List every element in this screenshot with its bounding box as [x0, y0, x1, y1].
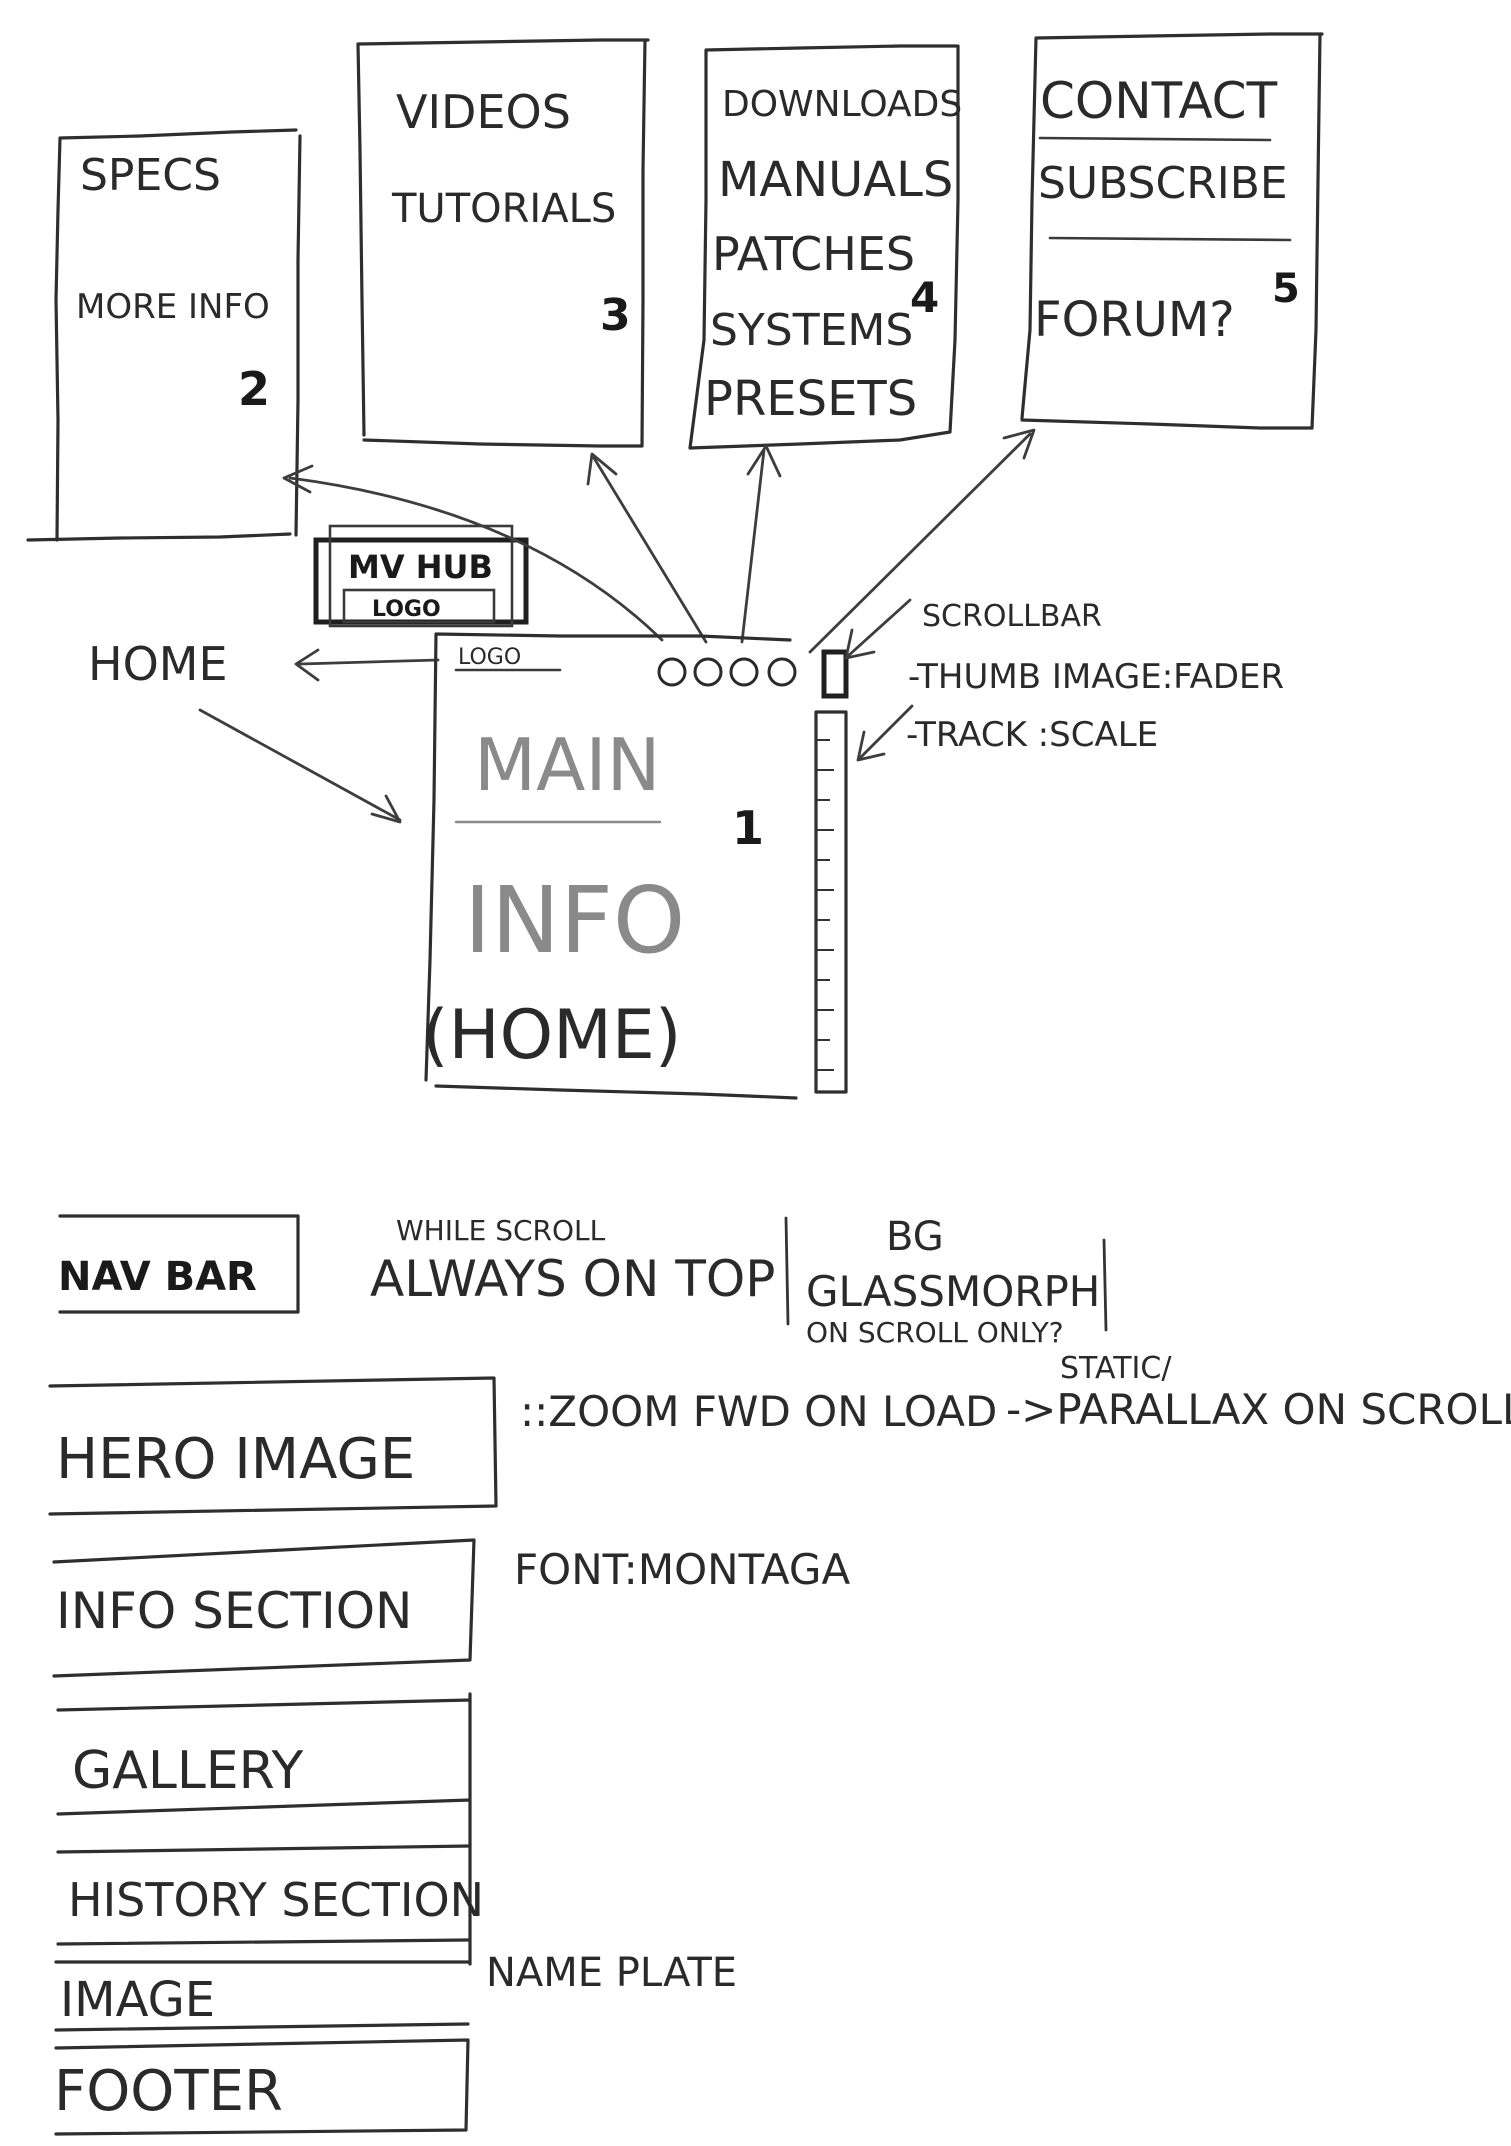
static-label: STATIC/: [1060, 1351, 1172, 1386]
home-label: HOME: [88, 637, 228, 691]
image-label: IMAGE: [60, 1972, 215, 2028]
tutorials-label: TUTORIALS: [391, 186, 616, 232]
nav-dot-2[interactable]: [693, 657, 723, 687]
info-section-label: INFO SECTION: [56, 1582, 412, 1640]
gallery-label: GALLERY: [72, 1741, 303, 1801]
section-number-4: 4: [910, 273, 939, 322]
hero-note: ::ZOOM FWD ON LOAD: [520, 1387, 997, 1436]
arrow-to-specs: [282, 464, 664, 642]
history-section-label: HISTORY SECTION: [68, 1873, 484, 1927]
scrollbar-track-note: -TRACK :SCALE: [906, 715, 1158, 755]
patches-label: PATCHES: [712, 227, 915, 281]
home-paren-text: (HOME): [422, 996, 681, 1075]
layout-block-footer: FOOTER: [54, 2038, 470, 2136]
contact-label: CONTACT: [1040, 72, 1278, 130]
nav-dot-3[interactable]: [729, 657, 759, 687]
nav-dot-1[interactable]: [657, 657, 687, 687]
bg-label: BG: [886, 1214, 944, 1260]
section-number-2: 2: [238, 362, 270, 416]
on-scroll-only: ON SCROLL ONLY?: [806, 1316, 1064, 1349]
more-info-label: MORE INFO: [76, 287, 270, 327]
arrow-to-videos: [586, 452, 708, 644]
info-text: INFO: [464, 867, 685, 974]
section-number-3: 3: [600, 290, 631, 341]
home-arrow: [294, 648, 440, 682]
section-number-5: 5: [1272, 266, 1300, 312]
logo-stamp-text: MV HUB: [348, 548, 493, 586]
home-to-main-arrow: [198, 708, 402, 824]
main-page-box: LOGO MAIN INFO (HOME) 1: [422, 632, 798, 1100]
navbar-label: NAV BAR: [58, 1254, 257, 1300]
specs-label: SPECS: [80, 150, 221, 201]
layout-block-gallery: GALLERY: [56, 1692, 472, 1966]
section-number-1: 1: [732, 801, 764, 855]
arrow-to-downloads: [740, 444, 782, 644]
systems-label: SYSTEMS: [710, 305, 913, 356]
scrollbar[interactable]: [814, 649, 849, 1094]
subscribe-label: SUBSCRIBE: [1038, 158, 1288, 209]
navbar-note-main: ALWAYS ON TOP: [370, 1250, 775, 1308]
glassmorph-label: GLASSMORPH: [806, 1267, 1100, 1316]
scrollbar-track[interactable]: [814, 710, 848, 1094]
arrow-to-contact: [808, 428, 1036, 654]
nav-dot-4[interactable]: [767, 657, 797, 687]
videos-label: VIDEOS: [396, 85, 571, 139]
layout-block-history: HISTORY SECTION: [56, 1844, 484, 1946]
section-box-specs: SPECS MORE INFO 2: [26, 128, 302, 542]
logo-stamp-sub: LOGO: [372, 597, 441, 622]
font-note: FONT:MONTAGA: [514, 1545, 850, 1594]
section-box-downloads: DOWNLOADS MANUALS PATCHES SYSTEMS PRESET…: [688, 44, 962, 450]
footer-label: FOOTER: [54, 2059, 283, 2124]
layout-block-navbar: NAV BAR: [58, 1214, 300, 1314]
logo-stamp: MV HUB LOGO: [313, 524, 529, 628]
navbar-note-small: WHILE SCROLL: [396, 1214, 606, 1247]
scrollbar-arrows: [844, 598, 914, 762]
scrollbar-thumb[interactable]: [821, 649, 849, 699]
downloads-label: DOWNLOADS: [722, 84, 962, 125]
scrollbar-title: SCROLLBAR: [922, 599, 1102, 634]
parallax-label: ->PARALLAX ON SCROLL: [1006, 1385, 1511, 1434]
main-title: MAIN: [474, 723, 660, 807]
scrollbar-thumb-note: -THUMB IMAGE:FADER: [908, 657, 1284, 697]
hero-image-label: HERO IMAGE: [56, 1427, 415, 1492]
presets-label: PRESETS: [704, 371, 917, 427]
name-plate-note: NAME PLATE: [486, 1950, 737, 1996]
main-logo-label: LOGO: [458, 645, 521, 670]
section-box-contact: CONTACT SUBSCRIBE FORUM? 5: [1020, 32, 1324, 430]
forum-label: FORUM?: [1034, 292, 1235, 348]
section-box-videos: VIDEOS TUTORIALS 3: [356, 38, 650, 448]
layout-block-image: IMAGE: [54, 1960, 472, 2032]
layout-block-info-section: INFO SECTION: [52, 1538, 476, 1678]
layout-block-hero-image: HERO IMAGE: [48, 1376, 498, 1516]
manuals-label: MANUALS: [718, 152, 953, 208]
